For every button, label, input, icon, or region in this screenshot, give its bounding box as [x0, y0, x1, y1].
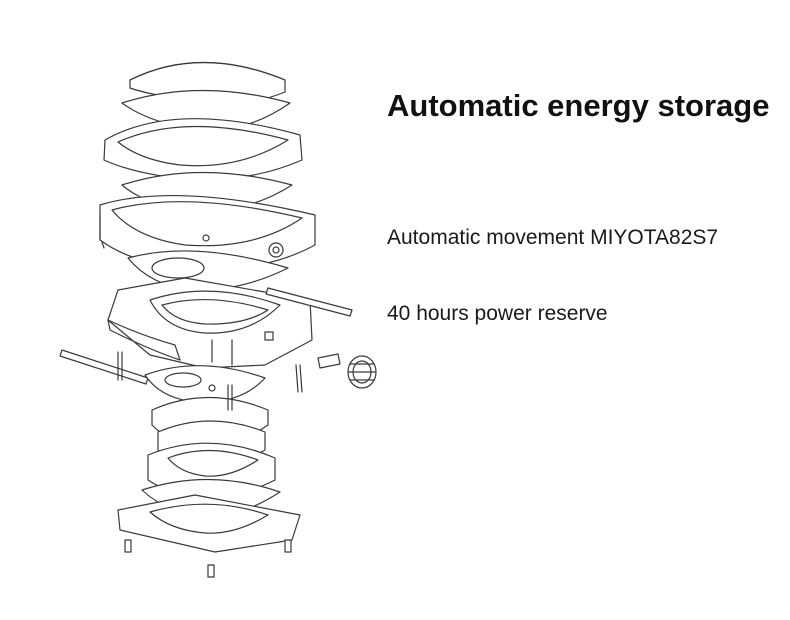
screws	[125, 540, 291, 577]
case-top-part	[100, 196, 315, 270]
feature-power-reserve: 40 hours power reserve	[387, 302, 608, 325]
case-body	[108, 278, 312, 368]
crown-part	[318, 354, 376, 388]
bottom-plate	[118, 495, 300, 552]
spring-bar-pins	[60, 288, 352, 392]
bezel-part	[104, 119, 302, 180]
exploded-watch-diagram-icon	[40, 40, 380, 610]
dial-plate	[145, 366, 265, 403]
headline: Automatic energy storage	[387, 88, 770, 123]
feature-movement: Automatic movement MIYOTA82S7	[387, 226, 719, 249]
